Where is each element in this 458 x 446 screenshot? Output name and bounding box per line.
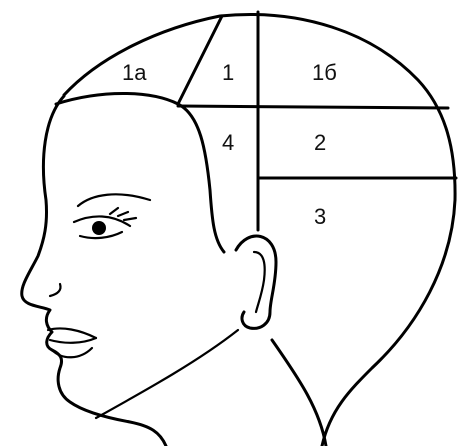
zone-label-3: 3 bbox=[314, 204, 326, 229]
upper-lip bbox=[48, 328, 96, 338]
ear-inner bbox=[254, 252, 265, 312]
eyebrow bbox=[78, 194, 150, 206]
divider-horizontal-upper bbox=[178, 106, 448, 108]
neck-back bbox=[272, 340, 326, 446]
zone-label-1: 1 bbox=[222, 60, 234, 85]
jawline bbox=[96, 330, 238, 418]
hairline bbox=[56, 94, 224, 253]
lip-line bbox=[50, 338, 96, 343]
nose-nostril bbox=[50, 284, 61, 296]
zone-label-1a: 1а bbox=[122, 60, 147, 85]
ear-outline bbox=[236, 236, 276, 328]
eye-pupil bbox=[92, 221, 106, 235]
zone-label-2: 2 bbox=[314, 130, 326, 155]
divider-diagonal-1a-1 bbox=[178, 16, 222, 104]
zone-label-1b: 1б bbox=[312, 60, 337, 85]
face-profile bbox=[22, 96, 166, 446]
zone-label-4: 4 bbox=[222, 130, 234, 155]
